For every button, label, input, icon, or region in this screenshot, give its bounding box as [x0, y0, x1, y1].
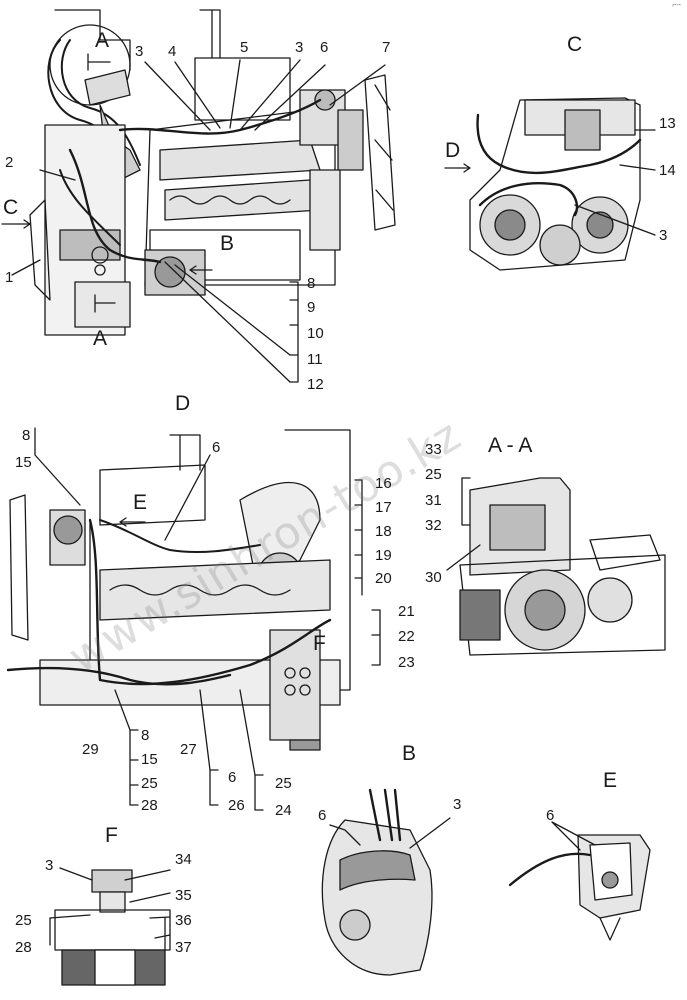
callout-25: 25: [15, 912, 32, 929]
callout-5: 5: [240, 39, 249, 56]
callout-6: 6: [212, 439, 221, 456]
callout-16: 16: [375, 475, 392, 492]
callout-22: 22: [398, 628, 415, 645]
callout-8: 8: [22, 427, 31, 444]
callout-4: 4: [168, 43, 177, 60]
callout-23: 23: [398, 654, 415, 671]
view-letter-f-inset: F: [313, 632, 326, 655]
callout-21: 21: [398, 603, 415, 620]
view-title-c: C: [567, 33, 583, 56]
view-aa: [446, 477, 666, 656]
view-b: [321, 788, 451, 976]
callout-25: 25: [141, 775, 158, 792]
callout-10: 10: [307, 325, 324, 342]
view-title-aa: A - A: [488, 434, 533, 457]
callout-15: 15: [15, 454, 32, 471]
callout-6: 6: [320, 39, 329, 56]
callout-25: 25: [275, 775, 292, 792]
callout-28: 28: [141, 797, 158, 814]
callout-31: 31: [425, 492, 442, 509]
callout-2: 2: [5, 154, 14, 171]
callout-19: 19: [375, 547, 392, 564]
callout-8: 8: [307, 275, 316, 292]
callout-24: 24: [275, 802, 292, 819]
view-e: [508, 821, 651, 941]
main-engine-view: [1, 9, 396, 383]
callout-6: 6: [228, 769, 237, 786]
callout-11: 11: [307, 351, 323, 368]
view-f: [49, 867, 171, 986]
view-title-e: E: [603, 769, 618, 792]
callout-32: 32: [425, 517, 442, 534]
callout-13: 13: [659, 115, 676, 132]
callout-37: 37: [175, 939, 192, 956]
callout-18: 18: [375, 523, 392, 540]
view-title-f: F: [105, 824, 118, 847]
callout-34: 34: [175, 851, 192, 868]
view-letter-c-side: C: [3, 196, 19, 219]
view-letter-e-inset: E: [133, 491, 148, 514]
view-letter-a-bottom: A: [93, 327, 108, 350]
callout-3: 3: [135, 43, 144, 60]
view-letter-b-main: B: [220, 232, 235, 255]
callout-36: 36: [175, 912, 192, 929]
corner-mark: ⌐--: [672, 2, 681, 9]
callout-20: 20: [375, 570, 392, 587]
callout-12: 12: [307, 376, 324, 393]
callout-30: 30: [425, 569, 442, 586]
view-letter-a-top: A: [95, 29, 110, 52]
callout-3: 3: [453, 796, 462, 813]
view-title-d: D: [175, 392, 191, 415]
callout-7: 7: [382, 39, 391, 56]
callout-35: 35: [175, 887, 192, 904]
callout-27: 27: [180, 741, 197, 758]
callout-6: 6: [318, 807, 327, 824]
callout-17: 17: [375, 499, 392, 516]
callout-9: 9: [307, 299, 316, 316]
view-d: [6, 427, 381, 811]
callout-25: 25: [425, 466, 442, 483]
callout-14: 14: [659, 162, 676, 179]
callout-29: 29: [82, 741, 99, 758]
view-letter-d-side: D: [445, 139, 461, 162]
callout-33: 33: [425, 441, 442, 458]
view-c: [444, 97, 656, 271]
callout-3: 3: [45, 857, 54, 874]
callout-28: 28: [15, 939, 32, 956]
callout-3: 3: [295, 39, 304, 56]
callout-15: 15: [141, 751, 158, 768]
callout-8: 8: [141, 727, 150, 744]
callout-3: 3: [659, 227, 668, 244]
view-title-b: B: [402, 742, 417, 765]
callout-26: 26: [228, 797, 245, 814]
callout-1: 1: [5, 269, 14, 286]
callout-6: 6: [546, 807, 555, 824]
